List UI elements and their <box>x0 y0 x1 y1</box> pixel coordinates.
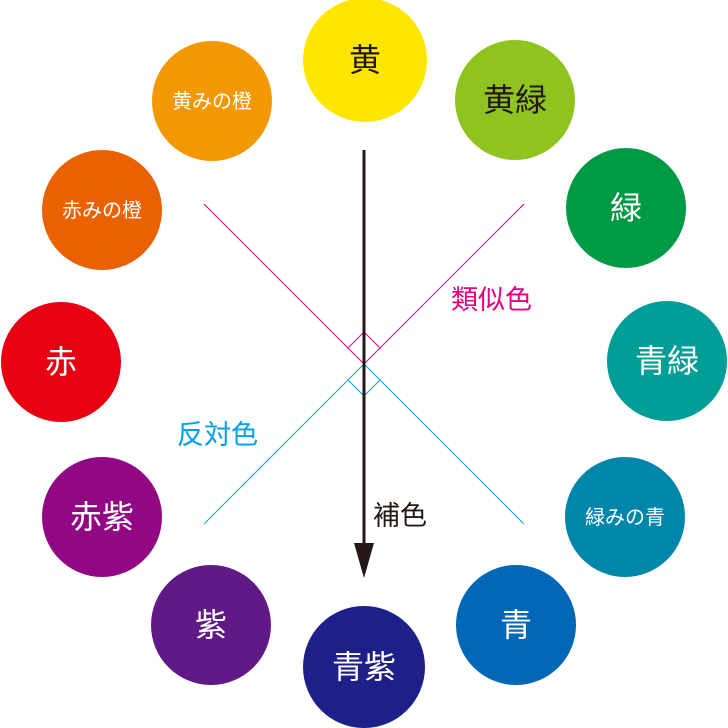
color-circle: 黄緑 <box>455 40 575 160</box>
color-circle-label: 黄 <box>348 41 381 79</box>
color-circle: 赤みの橙 <box>42 150 162 270</box>
color-circle-label: 青 <box>499 606 532 644</box>
color-circle: 青紫 <box>303 606 425 728</box>
color-circle-label: 緑みの青 <box>585 505 665 529</box>
complementary-arrow <box>354 150 374 578</box>
color-circle-label: 赤 <box>44 343 77 381</box>
color-circle: 赤紫 <box>42 457 162 577</box>
color-circle: 緑みの青 <box>565 457 685 577</box>
color-circle-label: 黄みの橙 <box>172 89 252 113</box>
color-circle-label: 青紫 <box>331 648 396 686</box>
color-circle-label: 紫 <box>194 606 227 644</box>
color-circle: 赤 <box>1 302 121 422</box>
complementary-label: 補色 <box>373 501 427 532</box>
color-circle-label: 緑 <box>609 189 642 227</box>
color-circle-label: 赤みの橙 <box>62 198 142 222</box>
opposite-label: 反対色 <box>177 420 258 451</box>
color-circle: 黄みの橙 <box>152 41 272 161</box>
color-circle: 黄 <box>303 0 427 122</box>
color-circle-label: 青緑 <box>634 342 699 380</box>
color-circle-label: 赤紫 <box>69 498 134 536</box>
analogous-label: 類似色 <box>451 285 532 316</box>
color-circle: 青 <box>456 565 576 685</box>
color-circle: 紫 <box>151 565 271 685</box>
color-circle: 青緑 <box>607 301 727 421</box>
color-circle: 緑 <box>566 148 686 268</box>
color-circle-label: 黄緑 <box>482 81 547 119</box>
